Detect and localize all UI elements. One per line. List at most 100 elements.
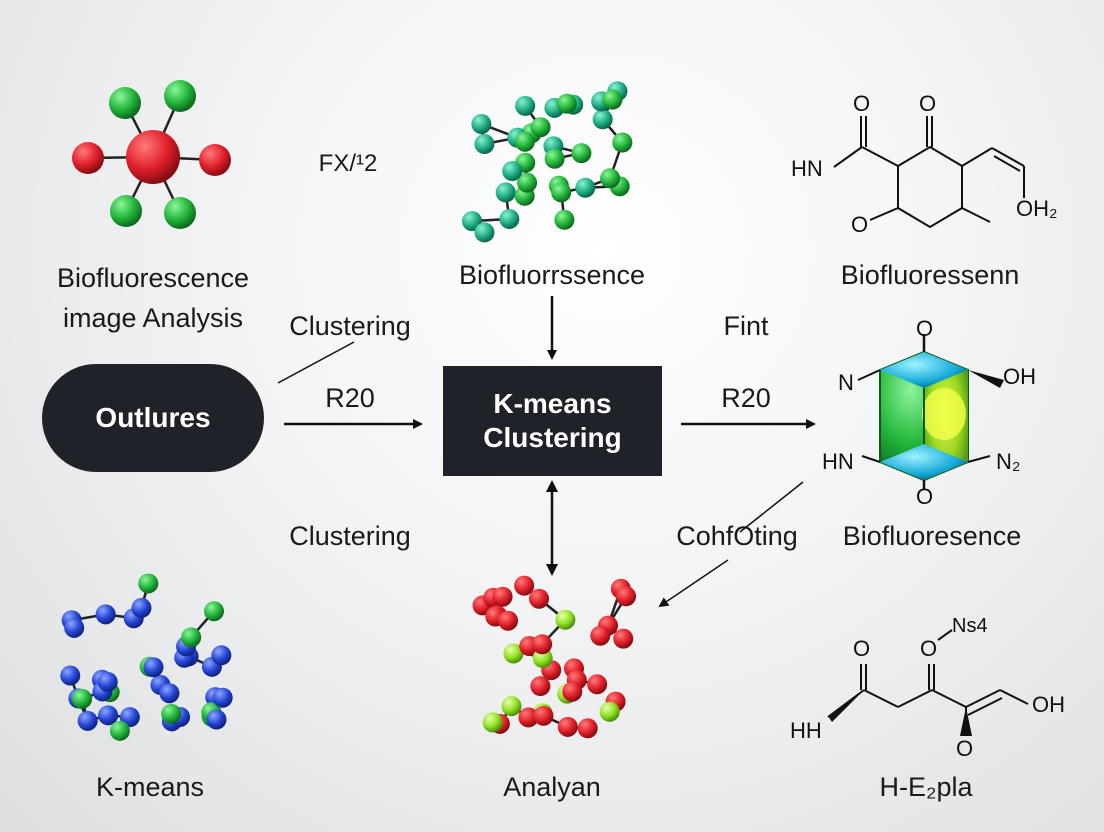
chem-o-2: O (919, 91, 936, 116)
label-h-e2pla: H-E₂pla (879, 772, 973, 802)
cluster-bottom-center-atom-9 (501, 696, 522, 717)
atom-star-3 (199, 144, 231, 176)
cluster-top-atom-31 (556, 93, 577, 114)
cluster-bottom-left-atom-24 (161, 703, 182, 724)
label-formula: FX/¹2 (318, 150, 378, 177)
cluster-bottom-center-atom-23 (599, 701, 620, 722)
cluster-bottom-left-atom-33 (97, 671, 118, 692)
kmeans-clustering-node: K-means Clustering (443, 366, 662, 476)
cluster-top-atom-5 (575, 177, 596, 198)
label-analyan: Analyan (503, 772, 601, 802)
label-cohfoting: CohfOting (676, 521, 798, 551)
chem-o-6: O (956, 736, 973, 761)
cluster-bottom-left-atom-23 (109, 720, 130, 741)
label-r20-left: R20 (325, 383, 375, 413)
cluster-bottom-center-atom-4 (557, 716, 578, 737)
cluster-bottom-center-atom-26 (518, 707, 539, 728)
cluster-top-atom-12 (530, 117, 551, 138)
chem-o-3: O (851, 212, 868, 237)
cluster-bottom-left-atom-17 (212, 687, 233, 708)
cluster-bottom-left-atom-21 (159, 683, 180, 704)
atom-star-1 (164, 80, 196, 112)
chem-oh-bottom: OH (1032, 692, 1065, 717)
cluster-bottom-center-atom-16 (529, 588, 550, 609)
chem-hn: HN (791, 156, 823, 181)
chem-o-5: O (853, 636, 870, 661)
cluster-bottom-center-atom-31 (533, 705, 554, 726)
cluster-bottom-left-atom-11 (95, 604, 116, 625)
cluster-bottom-center-atom-7 (530, 676, 551, 697)
cluster-bottom-center-atom-15 (514, 575, 535, 596)
cluster-bottom-left-atom-29 (143, 657, 164, 678)
cluster-bottom-center-atom-6 (503, 643, 524, 664)
chem-o-4: O (920, 636, 937, 661)
cluster-bottom-left-atom-7 (138, 573, 159, 594)
label-biofluorescence-image-analysis: Biofluorescence image Analysis (56, 263, 250, 333)
cluster-bottom-center-atom-14 (616, 586, 637, 607)
arrow-to-analyan (658, 559, 729, 608)
chem-n: N (838, 370, 854, 395)
cluster-bottom-center-atom-25 (613, 628, 634, 649)
cluster-top-atom-9 (554, 209, 575, 230)
cluster-top-atom-13 (551, 182, 572, 203)
chem-hn-mid: HN (822, 449, 854, 474)
cluster-bottom-left-atom-35 (206, 709, 227, 730)
cluster-bottom-center-atom-34 (555, 609, 576, 630)
cluster-bottom-left-atom-28 (131, 597, 152, 618)
outliers-node: Outlures (42, 364, 264, 472)
label-k-means: K-means (95, 772, 205, 802)
cluster-top-atom-4 (592, 109, 613, 130)
cluster-bottom-center-atom-28 (498, 610, 519, 631)
chem-ns4: Ns4 (952, 615, 988, 637)
atom-star-5 (164, 197, 196, 229)
outliers-node-label: Outlures (95, 402, 211, 433)
connector-biofluoresence (739, 481, 804, 533)
cluster-bottom-left-atom-27 (211, 645, 232, 666)
fused-ring-molecule (857, 334, 1004, 490)
label-clustering-lower: Clustering (289, 521, 411, 551)
label-fint: Fint (723, 311, 769, 341)
label-r20-right: R20 (721, 383, 771, 413)
cluster-top-atom-22 (600, 168, 621, 189)
cluster-bottom-left-atom-34 (72, 688, 93, 709)
cluster-top-atom-25 (502, 161, 523, 182)
cluster-bottom-left-atom-9 (204, 601, 225, 622)
cluster-bottom-left-atom-14 (77, 710, 98, 731)
cluster-top-atom-23 (544, 148, 565, 169)
cluster-bottom-left-atom-30 (181, 627, 202, 648)
cluster-top-atom-11 (515, 95, 536, 116)
cluster-top-atom-26 (514, 131, 535, 152)
kmeans-node-line2: Clustering (483, 422, 622, 453)
label-biofluoresence: Biofluoresence (842, 521, 1022, 551)
cluster-bottom-center-atom-30 (562, 681, 583, 702)
label-biofluoressenn: Biofluoressenn (840, 260, 1020, 290)
chem-o-bottom: O (916, 484, 933, 509)
cluster-top-atom-1 (495, 182, 516, 203)
chem-hh: HH (790, 718, 822, 743)
chem-oh2: OH₂ (1016, 196, 1058, 221)
kmeans-node-line1: K-means (493, 388, 612, 419)
cluster-bottom-left-atom-5 (98, 705, 119, 726)
cluster-top-atom-6 (571, 143, 592, 164)
label-biofluorrssence: Biofluorrssence (458, 260, 646, 290)
cluster-bottom-center-atom-29 (482, 712, 503, 733)
atom-star-0 (109, 87, 141, 119)
cluster-bottom-left-atom-31 (64, 617, 85, 638)
cluster-top-atom-14 (471, 114, 492, 135)
cluster-bottom-center-atom-35 (590, 625, 611, 646)
cluster-bottom-center-atom-27 (577, 718, 598, 739)
cluster-top-atom-28 (474, 134, 495, 155)
cluster-top-atom-27 (602, 89, 623, 110)
cluster-bottom-center-atom-12 (492, 586, 513, 607)
atom-star-2 (72, 142, 104, 174)
cluster-bottom-center-atom-33 (532, 634, 553, 655)
chem-oh: OH (1003, 364, 1036, 389)
chem-o-top: O (916, 316, 933, 341)
atom-star-center (126, 130, 180, 184)
atom-star-4 (110, 195, 142, 227)
chem-o-1: O (853, 91, 870, 116)
ring-structure-top-right (833, 116, 1025, 229)
cluster-top-atom-17 (517, 172, 538, 193)
